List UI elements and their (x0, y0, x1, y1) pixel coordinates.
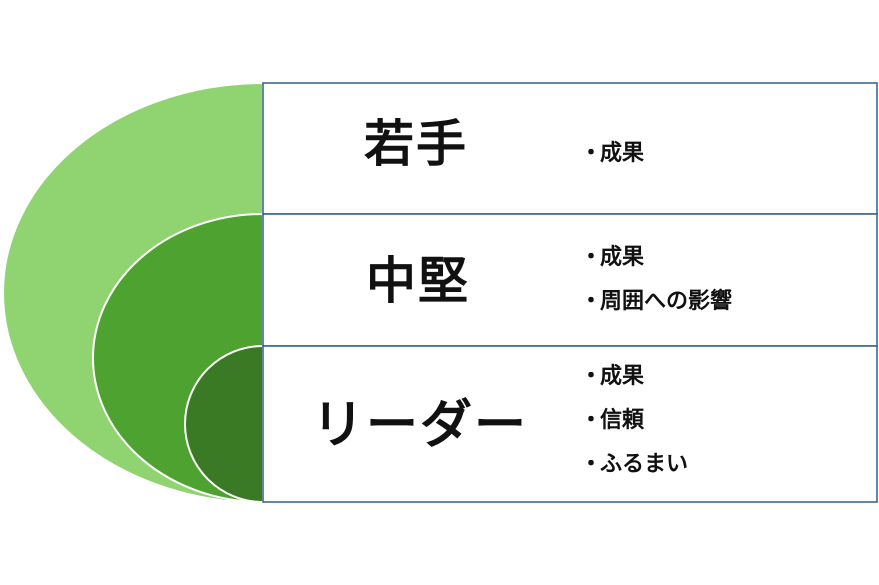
level-items-mid: ・成果 ・周囲への影響 (580, 236, 732, 324)
level-box-junior (262, 82, 878, 215)
level-items-junior: ・成果 (580, 132, 644, 176)
list-item: ・信頼 (580, 408, 645, 433)
level-title-mid: 中堅 (366, 252, 470, 310)
list-item: ・ふるまい (580, 452, 689, 477)
list-item: ・成果 (580, 364, 645, 389)
list-item: ・成果 (580, 245, 645, 270)
level-items-leader: ・成果 ・信頼 ・ふるまい (580, 355, 688, 487)
list-item: ・成果 (580, 141, 645, 166)
level-title-junior: 若手 (364, 115, 468, 173)
inner-core-shape (184, 344, 264, 504)
list-item: ・周囲への影響 (580, 289, 733, 314)
level-box-leader (262, 345, 878, 503)
level-box-mid (262, 213, 878, 347)
level-title-leader: リーダー (311, 395, 529, 456)
